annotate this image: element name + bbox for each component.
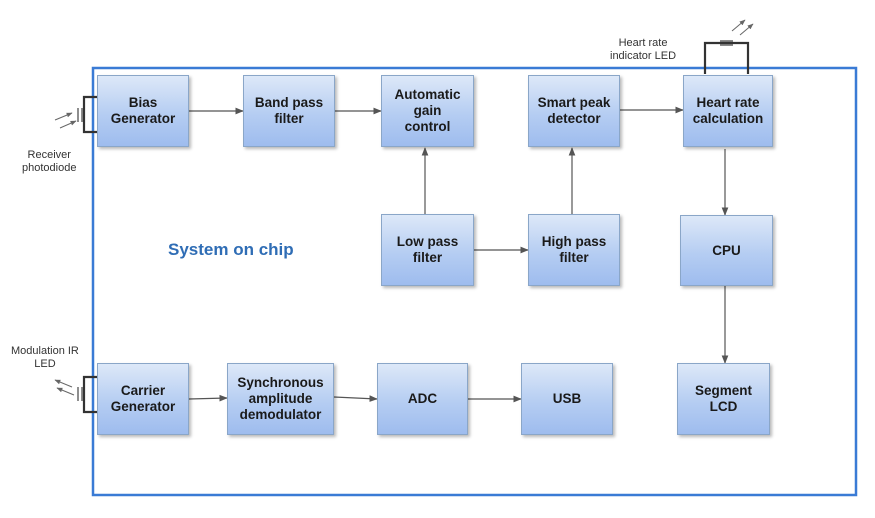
heart-rate-led-emission-arrows-icon xyxy=(731,19,754,36)
high-pass-filter-label: High pass filter xyxy=(541,234,607,265)
adc-block: ADC xyxy=(377,363,468,435)
usb-label: USB xyxy=(552,391,582,406)
arrow-carrier-to-demod xyxy=(188,394,228,402)
photodiode-connector xyxy=(82,95,97,134)
carrier-generator-block: Carrier Generator xyxy=(97,363,189,435)
modulation-ir-led-label: Modulation IR LED xyxy=(11,345,79,370)
adc-label: ADC xyxy=(407,391,438,406)
segment-lcd-label: Segment LCD xyxy=(694,383,752,414)
synchronous-amplitude-demodulator-block: Synchronous amplitude demodulator xyxy=(227,363,334,435)
system-on-chip-label: System on chip xyxy=(168,240,294,259)
heart-rate-calculation-block: Heart rate calculation xyxy=(683,75,773,147)
heart-rate-led-symbol xyxy=(720,40,733,46)
automatic-gain-control-block: Automatic gain control xyxy=(381,75,474,147)
usb-block: USB xyxy=(521,363,613,435)
segment-lcd-block: Segment LCD xyxy=(677,363,770,435)
synchronous-amplitude-demodulator-label: Synchronous amplitude demodulator xyxy=(237,375,324,422)
smart-peak-detector-label: Smart peak detector xyxy=(537,95,611,126)
ir-led-emission-arrows-icon xyxy=(54,379,75,396)
heart-rate-led-connector xyxy=(703,41,750,74)
arrow-demod-to-adc xyxy=(333,395,378,403)
automatic-gain-control-label: Automatic gain control xyxy=(394,87,461,134)
bias-generator-label: Bias Generator xyxy=(110,95,176,126)
low-pass-filter-label: Low pass filter xyxy=(396,234,459,265)
carrier-generator-label: Carrier Generator xyxy=(110,383,176,414)
system-on-chip-boundary xyxy=(91,66,858,497)
heart-rate-indicator-led-label: Heart rate indicator LED xyxy=(610,37,677,62)
ir-led-symbol xyxy=(77,387,83,401)
heart-rate-calculation-label: Heart rate calculation xyxy=(692,95,764,126)
band-pass-filter-label: Band pass filter xyxy=(254,95,324,126)
receiver-photodiode-label: Receiver photodiode xyxy=(22,149,77,174)
low-pass-filter-block: Low pass filter xyxy=(381,214,474,286)
bias-generator-block: Bias Generator xyxy=(97,75,189,147)
cpu-label: CPU xyxy=(712,242,741,258)
photodiode-symbol xyxy=(77,108,83,122)
high-pass-filter-block: High pass filter xyxy=(528,214,620,286)
cpu-block: CPU xyxy=(680,215,773,286)
band-pass-filter-block: Band pass filter xyxy=(243,75,335,147)
smart-peak-detector-block: Smart peak detector xyxy=(528,75,620,147)
ir-led-connector xyxy=(82,375,97,414)
photodiode-light-arrows-icon xyxy=(54,112,77,129)
